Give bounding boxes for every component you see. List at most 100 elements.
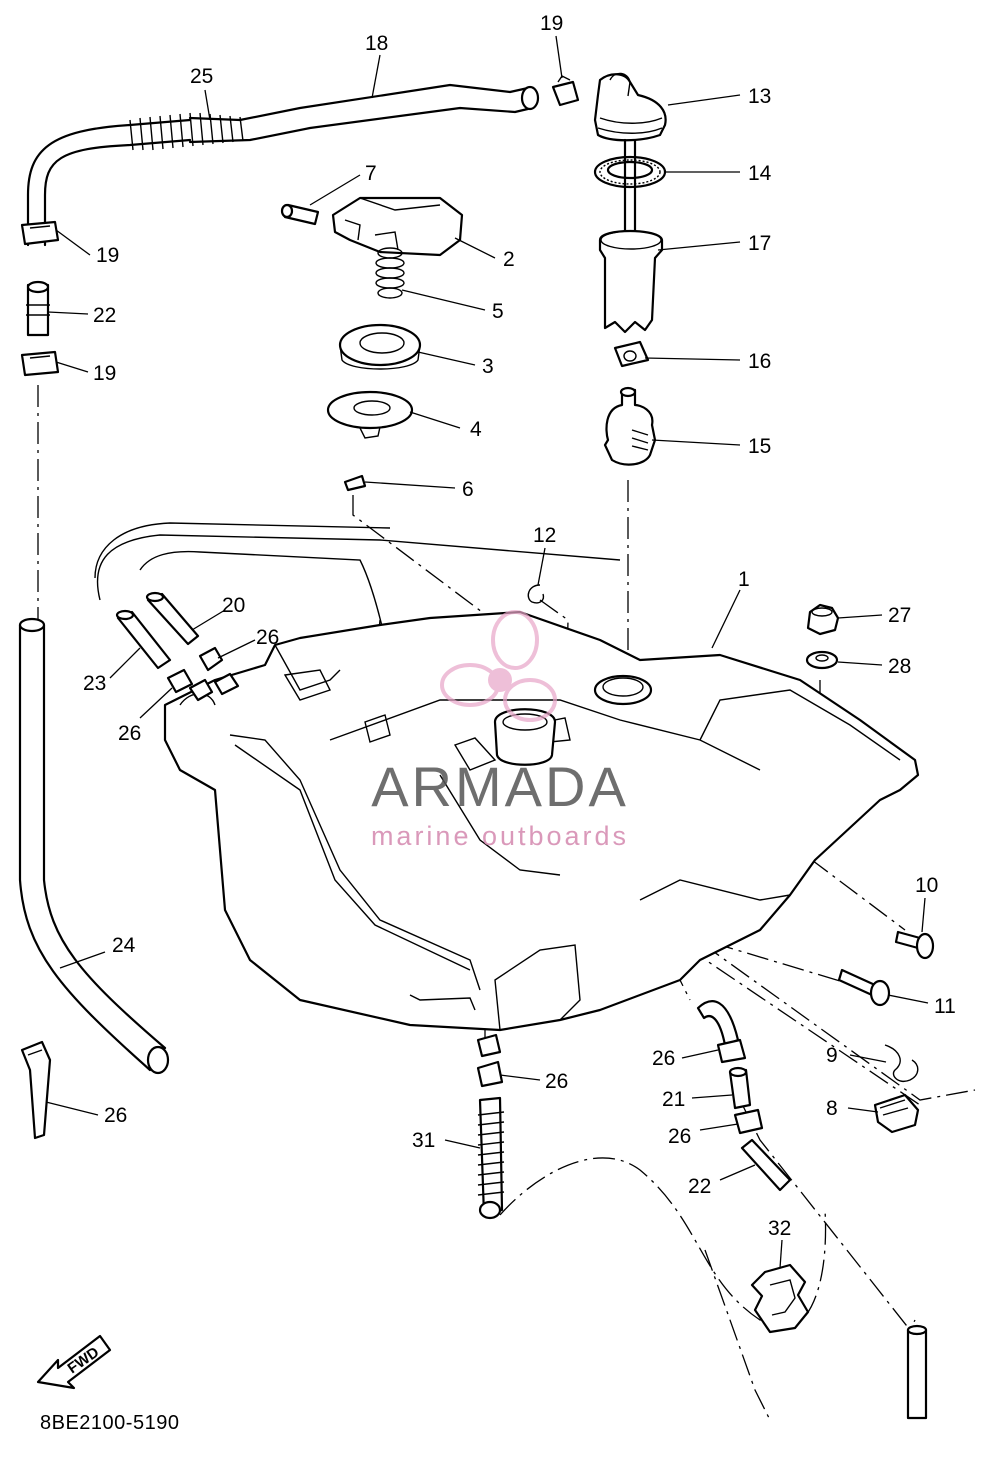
callout-29: 26 bbox=[45, 1101, 127, 1127]
svg-text:26: 26 bbox=[668, 1125, 691, 1148]
svg-text:6: 6 bbox=[462, 478, 474, 501]
svg-text:32: 32 bbox=[768, 1217, 791, 1240]
svg-text:19: 19 bbox=[93, 362, 116, 385]
hose-22 bbox=[740, 1138, 792, 1192]
fwd-arrow: FWD bbox=[36, 1334, 112, 1390]
callout-21: 21 bbox=[662, 1088, 733, 1111]
svg-text:20: 20 bbox=[222, 594, 245, 617]
bracket-8 bbox=[873, 1093, 920, 1134]
svg-text:22: 22 bbox=[688, 1175, 711, 1198]
svg-text:7: 7 bbox=[365, 162, 377, 185]
svg-text:19: 19 bbox=[96, 244, 119, 267]
callout-6: 6 bbox=[364, 478, 474, 501]
callouts: 19 18 25 13 14 7 2 17 19 5 22 3 16 19 4 … bbox=[45, 12, 956, 1269]
svg-text:22: 22 bbox=[93, 304, 116, 327]
washer-14 bbox=[593, 155, 667, 189]
hose-23 bbox=[115, 609, 172, 670]
fuel-tank bbox=[163, 610, 920, 1032]
svg-text:2: 2 bbox=[503, 248, 515, 271]
callout-19-a: 19 bbox=[55, 229, 119, 267]
pipe-bottom bbox=[906, 1324, 928, 1420]
callout-4: 4 bbox=[409, 411, 482, 441]
nut-27 bbox=[806, 603, 840, 636]
callout-7: 7 bbox=[309, 162, 377, 206]
callout-5: 5 bbox=[401, 289, 504, 323]
clip-26-b bbox=[166, 668, 194, 694]
callout-23: 23 bbox=[83, 647, 141, 695]
callout-18: 18 bbox=[365, 32, 388, 99]
callout-16: 16 bbox=[644, 350, 771, 373]
bellows-31 bbox=[477, 1096, 505, 1220]
svg-text:11: 11 bbox=[934, 995, 956, 1018]
clip-6 bbox=[343, 474, 367, 492]
svg-text:26: 26 bbox=[256, 626, 279, 649]
callout-3: 3 bbox=[417, 351, 494, 378]
joint-21 bbox=[728, 1066, 752, 1110]
gasket-4 bbox=[326, 390, 414, 439]
hose-25 bbox=[18, 617, 170, 1075]
svg-text:24: 24 bbox=[112, 934, 136, 957]
watermark-subtitle: marine outboards bbox=[371, 821, 629, 851]
svg-text:16: 16 bbox=[748, 350, 771, 373]
svg-text:27: 27 bbox=[888, 604, 911, 627]
callout-17: 17 bbox=[657, 232, 771, 255]
svg-text:15: 15 bbox=[748, 435, 771, 458]
callout-20: 20 bbox=[191, 594, 245, 631]
callout-28: 28 bbox=[837, 655, 911, 678]
callout-12: 12 bbox=[533, 524, 556, 586]
callout-26-a: 26 bbox=[217, 626, 279, 659]
hose-20 bbox=[145, 591, 200, 646]
callout-27: 27 bbox=[837, 604, 911, 627]
svg-text:13: 13 bbox=[748, 85, 771, 108]
svg-text:14: 14 bbox=[748, 162, 772, 185]
pin-7 bbox=[280, 203, 320, 226]
callout-26-b: 26 bbox=[118, 687, 173, 745]
callout-19-top: 19 bbox=[540, 12, 563, 79]
callout-10: 10 bbox=[915, 874, 938, 933]
bolt-11 bbox=[837, 968, 891, 1007]
clip-19-upper-left bbox=[20, 220, 60, 246]
spring-5 bbox=[375, 247, 405, 299]
svg-text:31: 31 bbox=[412, 1129, 435, 1152]
clip-12 bbox=[527, 584, 545, 604]
callout-8: 8 bbox=[826, 1097, 879, 1120]
svg-text:17: 17 bbox=[748, 232, 771, 255]
clip-26-bottom-b bbox=[476, 1060, 504, 1088]
callout-26-e: 26 bbox=[668, 1123, 739, 1148]
bolt-10 bbox=[894, 930, 935, 960]
watermark-title: ARMADA bbox=[371, 755, 629, 818]
svg-text:1: 1 bbox=[738, 568, 750, 591]
hose-18-30 bbox=[26, 83, 540, 247]
clip-9 bbox=[884, 1044, 919, 1082]
joint-24 bbox=[26, 280, 50, 337]
callout-32: 32 bbox=[768, 1217, 791, 1269]
callout-15: 15 bbox=[651, 435, 771, 458]
callout-31: 31 bbox=[412, 1129, 481, 1152]
clip-19-lower-left bbox=[20, 350, 60, 377]
svg-text:18: 18 bbox=[365, 32, 388, 55]
clip-26-c bbox=[716, 1038, 747, 1064]
svg-text:23: 23 bbox=[83, 672, 106, 695]
callout-24: 22 bbox=[47, 304, 116, 327]
band-29 bbox=[20, 1040, 52, 1140]
callout-26-c: 26 bbox=[652, 1047, 719, 1070]
callout-22: 22 bbox=[688, 1164, 756, 1198]
callout-25: 24 bbox=[59, 934, 136, 969]
hose-end-right bbox=[696, 1000, 740, 1047]
callout-19-b: 19 bbox=[55, 361, 116, 385]
svg-text:26: 26 bbox=[118, 722, 141, 745]
svg-text:8: 8 bbox=[826, 1097, 838, 1120]
svg-text:3: 3 bbox=[482, 355, 494, 378]
callout-1: 1 bbox=[711, 568, 750, 649]
svg-text:21: 21 bbox=[662, 1088, 685, 1111]
clamp-32 bbox=[750, 1263, 810, 1334]
callout-9: 9 bbox=[826, 1044, 887, 1067]
filter-15 bbox=[603, 386, 657, 466]
pipe-17 bbox=[598, 138, 664, 334]
callout-2: 2 bbox=[454, 237, 515, 271]
callout-13: 13 bbox=[667, 85, 771, 108]
svg-text:10: 10 bbox=[915, 874, 938, 897]
svg-text:5: 5 bbox=[492, 300, 504, 323]
callout-26-d: 26 bbox=[499, 1070, 568, 1093]
